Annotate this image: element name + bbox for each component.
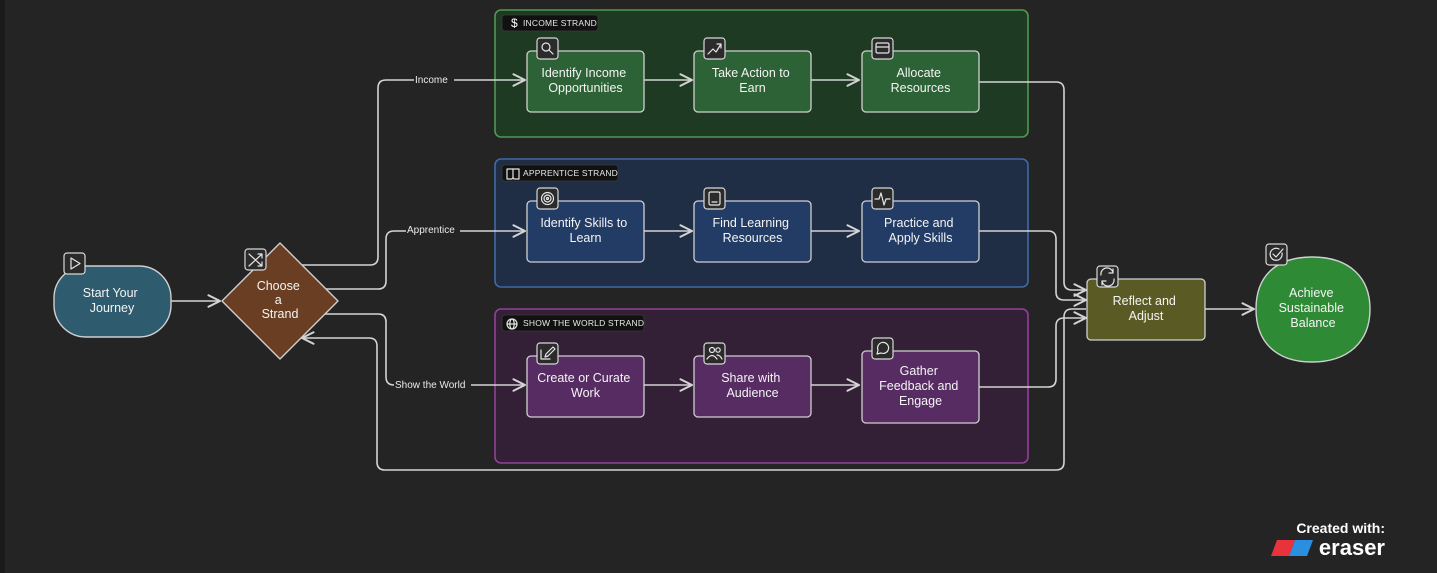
node-share-with-audience[interactable]: Share with Audience bbox=[693, 342, 812, 418]
globe-icon bbox=[506, 318, 518, 330]
node-allocate-resources[interactable]: Allocate Resources bbox=[861, 37, 980, 113]
node-practice-and-apply-skills[interactable]: Practice and Apply Skills bbox=[861, 187, 980, 263]
edge-income-3-to-reflect bbox=[979, 81, 1088, 297]
left-edge-bar bbox=[0, 0, 5, 573]
edge-reflect-loop-to-choose bbox=[300, 308, 1086, 471]
node-income-1-label: Identify Income Opportunities bbox=[541, 66, 629, 95]
edge-labels: Income Apprentice Show the World bbox=[394, 72, 471, 391]
message-circle-icon bbox=[871, 337, 894, 360]
node-reflect-and-adjust[interactable]: Reflect and Adjust bbox=[1086, 265, 1206, 341]
node-apprentice-3-label: Practice and Apply Skills bbox=[884, 216, 957, 245]
dollar-icon: $ bbox=[511, 16, 518, 30]
group-income-label: INCOME STRAND bbox=[523, 18, 597, 28]
edge-choose-to-income bbox=[302, 73, 527, 266]
edit-icon bbox=[536, 342, 559, 365]
shuffle-icon bbox=[244, 248, 267, 271]
node-achieve-sustainable-balance[interactable]: Achieve Sustainable Balance bbox=[1255, 243, 1371, 363]
node-apprentice-2-label: Find Learning Resources bbox=[713, 216, 793, 245]
node-identify-skills-to-learn[interactable]: Identify Skills to Learn bbox=[526, 187, 645, 263]
group-apprentice-label: APPRENTICE STRAND bbox=[523, 168, 618, 178]
tablet-icon bbox=[703, 187, 726, 210]
node-choose-label: Choose a Strand bbox=[257, 279, 304, 321]
edges bbox=[171, 73, 1256, 471]
node-identify-income-opportunities[interactable]: Identify Income Opportunities bbox=[526, 37, 645, 113]
search-icon bbox=[536, 37, 559, 60]
node-world-2-label: Share with Audience bbox=[721, 371, 784, 400]
node-world-3-label: Gather Feedback and Engage bbox=[879, 364, 962, 408]
node-apprentice-1-label: Identify Skills to Learn bbox=[540, 216, 630, 245]
check-circle-icon bbox=[1265, 243, 1288, 266]
edge-label-income: Income bbox=[415, 75, 448, 86]
eraser-logo-icon bbox=[1270, 540, 1313, 556]
refresh-icon bbox=[1096, 265, 1119, 288]
node-choose-a-strand[interactable]: Choose a Strand bbox=[221, 242, 339, 360]
node-reflect-label: Reflect and Adjust bbox=[1113, 294, 1180, 323]
node-income-2-label: Take Action to Earn bbox=[712, 66, 793, 95]
play-icon bbox=[63, 252, 86, 275]
activity-icon bbox=[871, 187, 894, 210]
group-world-label: SHOW THE WORLD STRAND bbox=[523, 318, 644, 328]
edge-apprentice-3-to-reflect bbox=[979, 230, 1088, 307]
edge-label-apprentice: Apprentice bbox=[407, 225, 455, 236]
node-take-action-to-earn[interactable]: Take Action to Earn bbox=[693, 37, 812, 113]
node-gather-feedback-and-engage[interactable]: Gather Feedback and Engage bbox=[861, 337, 980, 424]
node-achieve-label: Achieve Sustainable Balance bbox=[1279, 286, 1348, 330]
node-find-learning-resources[interactable]: Find Learning Resources bbox=[693, 187, 812, 263]
node-start-your-journey[interactable]: Start Your Journey bbox=[53, 252, 172, 338]
node-create-or-curate-work[interactable]: Create or Curate Work bbox=[526, 342, 645, 418]
eraser-brand-name: eraser bbox=[1318, 535, 1385, 560]
credit-card-icon bbox=[871, 37, 894, 60]
eraser-watermark: Created with: eraser bbox=[1270, 520, 1385, 560]
node-world-1-label: Create or Curate Work bbox=[537, 371, 634, 400]
edge-choose-to-apprentice bbox=[322, 224, 527, 290]
edge-choose-to-world bbox=[322, 313, 527, 392]
book-icon bbox=[506, 168, 520, 180]
edge-world-3-to-reflect bbox=[979, 311, 1088, 388]
edge-label-show-the-world: Show the World bbox=[395, 380, 465, 391]
created-with-text: Created with: bbox=[1296, 520, 1385, 536]
node-income-3-label: Allocate Resources bbox=[891, 66, 951, 95]
target-icon bbox=[536, 187, 559, 210]
node-start-label: Start Your Journey bbox=[83, 286, 141, 315]
users-icon bbox=[703, 342, 726, 365]
eraser-brand-row: eraser bbox=[1270, 535, 1385, 560]
trending-up-icon bbox=[703, 37, 726, 60]
